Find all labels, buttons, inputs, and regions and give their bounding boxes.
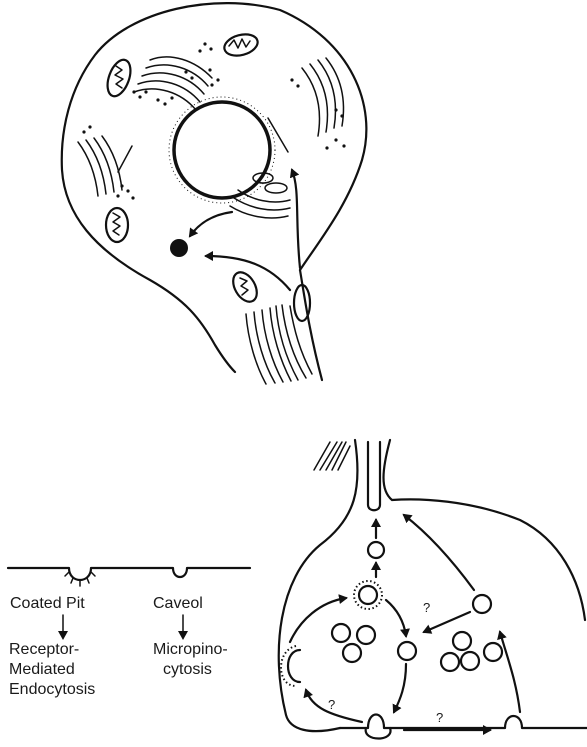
terminal-axon-bundle [314, 442, 350, 470]
mitochondrion-icon [222, 31, 260, 59]
nerve-terminal [279, 440, 587, 739]
plasma-membrane-line [8, 568, 250, 580]
coated-vesicle-icon [281, 646, 300, 686]
golgi-to-lysosome-arrow [190, 212, 232, 236]
ribosome-clusters [82, 42, 345, 199]
coated-vesicle-icon [354, 581, 382, 609]
receptor-mediated-label-1: Receptor- [9, 640, 79, 659]
axonal-vesicle [294, 285, 310, 321]
cell-membrane [62, 3, 367, 372]
micropinocytosis-label-2: cytosis [163, 660, 212, 679]
retrograde-arrow [292, 170, 300, 268]
golgi-stack-icon [78, 136, 122, 196]
mitochondrion-icon [228, 268, 261, 306]
question-mark-1: ? [423, 598, 430, 617]
question-mark-2: ? [328, 695, 335, 714]
coated-pit-label: Coated Pit [10, 594, 85, 613]
golgi-stack-icon [134, 57, 212, 110]
synaptic-vesicles [332, 542, 502, 671]
micropinocytosis-label-1: Micropino- [153, 640, 228, 659]
mitochondrion-icon [106, 208, 128, 242]
axon-to-lysosome-arrow [206, 256, 290, 290]
axon-bundle [246, 305, 312, 384]
receptor-mediated-label-3: Endocytosis [9, 680, 95, 699]
caveol-label: Caveol [153, 594, 203, 613]
lysosome-icon [170, 239, 188, 257]
mitochondrion-icon [103, 57, 135, 100]
axon-hillock-edge [300, 270, 322, 380]
neuron-cell-body [62, 3, 367, 384]
receptor-mediated-label-2: Mediated [9, 660, 75, 679]
terminal-membrane [279, 440, 358, 731]
nucleus [174, 102, 270, 198]
question-mark-3: ? [436, 708, 443, 727]
golgi-stack-icon [302, 58, 343, 136]
